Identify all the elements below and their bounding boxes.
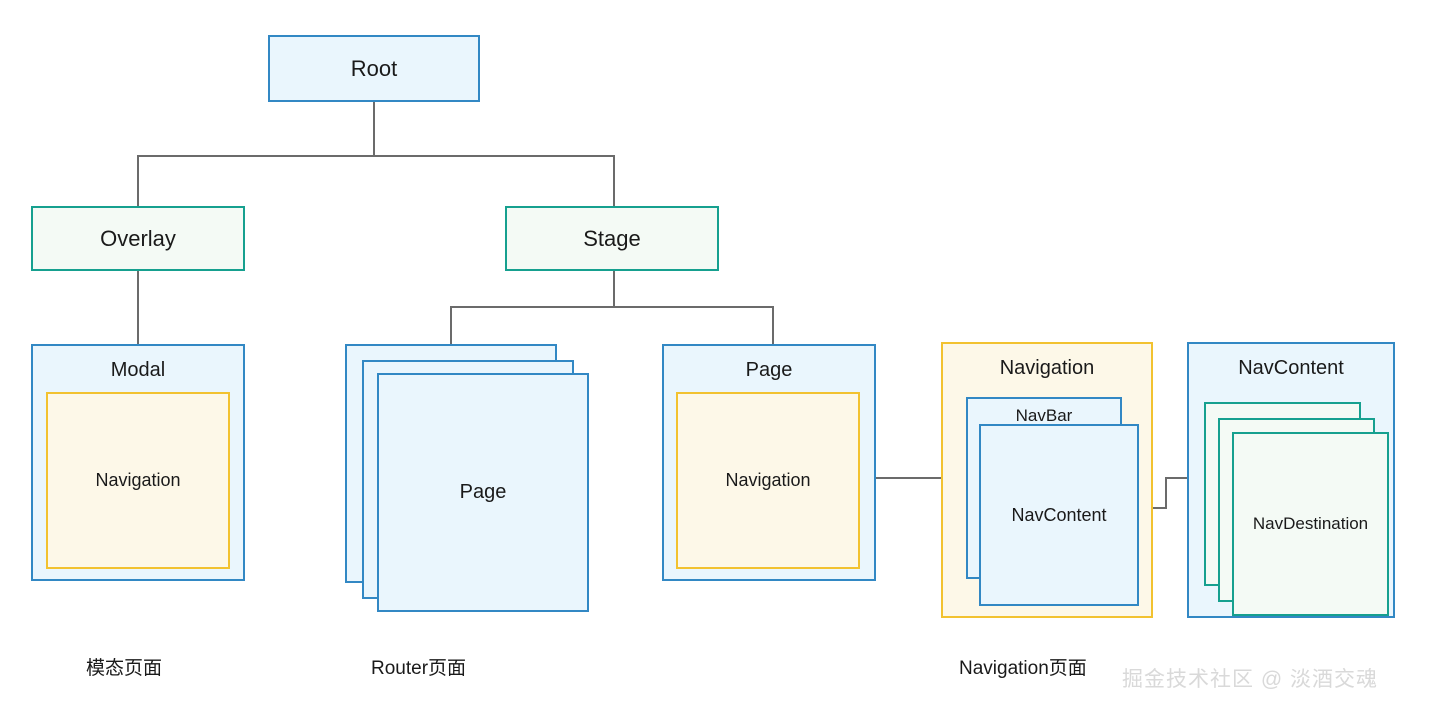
node-navdestination-front[interactable]: NavDestination — [1232, 432, 1389, 616]
node-page-label: Page — [745, 359, 793, 381]
caption-modal-page: 模态页面 — [86, 658, 163, 679]
node-navbar-label: NavBar — [1015, 406, 1073, 425]
node-overlay[interactable]: Overlay — [31, 206, 245, 271]
node-stage-label: Stage — [583, 225, 641, 251]
node-modal-label: Modal — [110, 359, 166, 381]
connector-page-navigation-to-navigation — [876, 477, 943, 479]
node-navcontent-label: NavContent — [1238, 357, 1344, 379]
node-modal-navigation[interactable]: Navigation — [46, 392, 230, 569]
connector-navcontent-step-vertical — [1165, 477, 1167, 509]
caption-router-page: Router页面 — [371, 658, 467, 679]
node-navdestination-label: NavDestination — [1252, 514, 1369, 534]
connector-navcontent-step-upper — [1165, 477, 1189, 479]
connector-overlay-modal — [137, 270, 139, 344]
caption-navigation-page: Navigation页面 — [959, 658, 1087, 679]
connector-navcontent-step-lower — [1139, 507, 1167, 509]
connector-root-down — [373, 101, 375, 155]
connector-to-stage — [613, 155, 615, 207]
node-navigation-navcontent-label: NavContent — [1011, 504, 1107, 525]
node-overlay-label: Overlay — [100, 225, 176, 251]
node-page-stack-front[interactable]: Page — [377, 373, 589, 612]
connector-stage-down — [613, 270, 615, 306]
connector-to-page — [772, 306, 774, 344]
node-page-navigation[interactable]: Navigation — [676, 392, 860, 569]
node-page-navigation-label: Navigation — [725, 470, 811, 491]
watermark-text: 掘金技术社区 @ 淡酒交魂 — [1122, 668, 1378, 691]
node-root[interactable]: Root — [268, 35, 480, 102]
node-page-stack-label: Page — [459, 481, 507, 503]
node-modal-navigation-label: Navigation — [95, 470, 181, 491]
connector-to-overlay — [137, 155, 139, 207]
node-root-label: Root — [350, 55, 398, 81]
node-stage[interactable]: Stage — [505, 206, 719, 271]
node-navigation-group-label: Navigation — [999, 357, 1095, 379]
connector-root-bus — [137, 155, 615, 157]
connector-stage-bus — [450, 306, 774, 308]
node-navigation-navcontent[interactable]: NavContent — [979, 424, 1139, 606]
connector-to-page-stack — [450, 306, 452, 344]
